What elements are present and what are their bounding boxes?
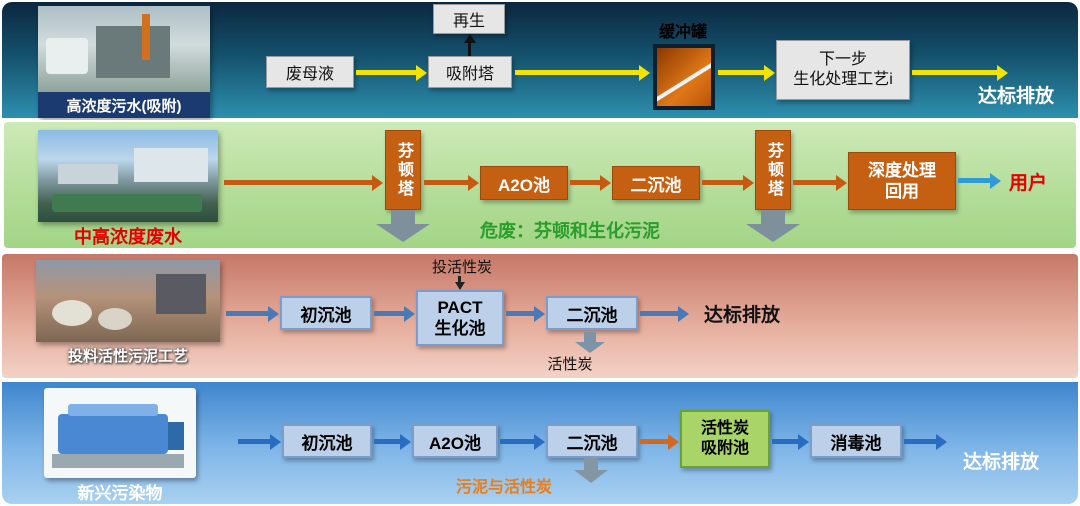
- arrow-secondary-to-discharge-row3: [640, 311, 678, 316]
- regeneration-box: 再生: [433, 4, 505, 34]
- photo-building2: [134, 148, 208, 182]
- sludge-carbon-note: 污泥与活性炭: [455, 479, 552, 496]
- block-arrow-sludge-carbon: [584, 458, 598, 470]
- adsorption-tower-box: 吸附塔: [428, 56, 512, 88]
- photo-crane-shape: [142, 14, 150, 60]
- arrow-deep-to-user: [958, 178, 990, 183]
- photo-equipment-illustration: [44, 388, 196, 478]
- arrow-next-to-discharge: [912, 70, 997, 75]
- photo-clarifier-2: [98, 308, 132, 330]
- discharge-label-row4: 达标排放: [962, 451, 1039, 473]
- photo-pool-shape: [52, 194, 202, 212]
- arrow-carbon-to-disinfection: [772, 439, 798, 444]
- carbon-in-label: 投活性炭: [431, 258, 492, 276]
- photo-building3: [58, 164, 118, 184]
- arrow-adsorption-to-buffer: [515, 70, 639, 75]
- photo-tank-shape: [46, 38, 88, 74]
- row-emerging-pollutants: 新兴污染物 初沉池 A2O池 二沉池 污泥与活性炭 活性炭 吸附池 消毒池 达标…: [2, 382, 1078, 504]
- disinfection-pool-box: 消毒池: [810, 424, 902, 458]
- block-arrow-fenton1-sludge: [391, 210, 415, 224]
- photo-clarifier-1: [52, 300, 92, 326]
- carbon-out-label: 活性炭: [547, 355, 593, 373]
- block-arrow-carbon-out: [584, 332, 596, 342]
- photo-high-concentration-plant: 高浓度污水(吸附): [38, 6, 210, 118]
- arrow-photo-to-fenton1: [224, 180, 372, 185]
- fenton-tower-1-box: 芬顿塔: [385, 130, 421, 210]
- discharge-label-row1: 达标排放: [977, 85, 1054, 107]
- photo-tank-blue-2: [168, 422, 184, 450]
- photo-base-shape: [52, 454, 184, 468]
- photo-pipe-shape: [68, 404, 158, 416]
- secondary-tank-box-row2: 二沉池: [612, 166, 700, 200]
- arrow-a2o-to-secondary-row4: [500, 439, 534, 444]
- arrow-primary-to-pact: [374, 311, 404, 316]
- arrow-photo-to-primary-row4: [238, 439, 270, 444]
- arrow-disinfection-to-discharge: [904, 439, 936, 444]
- arrow-pact-to-secondary: [506, 311, 534, 316]
- photo-caption-medium-high: 中高浓度废水: [74, 227, 182, 247]
- arrow-secondary-to-carbon-tank: [640, 439, 668, 444]
- photo-caption-emerging: 新兴污染物: [77, 483, 163, 503]
- photo-building-shape: [96, 26, 170, 78]
- next-step-box: 下一步 生化处理工艺i: [776, 40, 910, 100]
- discharge-label-row3: 达标排放: [703, 304, 780, 326]
- user-label: 用户: [1008, 172, 1047, 194]
- primary-tank-box-row3: 初沉池: [280, 296, 372, 330]
- row-dosed-activated-sludge: 投料活性污泥工艺 初沉池 投活性炭 PACT 生化池 二沉池 达标排放 活性炭: [2, 254, 1078, 378]
- buffer-tank-icon: [653, 44, 715, 110]
- arrow-up-adsorption-to-regen: [468, 43, 471, 56]
- carbon-adsorption-pool-box: 活性炭 吸附池: [680, 410, 770, 468]
- pact-bio-pool-box: PACT 生化池: [416, 290, 504, 346]
- block-arrow-fenton2-sludge: [761, 210, 785, 224]
- row-medium-high-concentration: 中高浓度废水 芬顿塔 A2O池 二沉池 芬顿塔 深度处理 回用 用户 危废：芬顿…: [2, 120, 1078, 250]
- arrow-feed-to-adsorption: [356, 70, 416, 75]
- arrow-buffer-to-next: [718, 70, 764, 75]
- photo-building4: [156, 274, 206, 314]
- arrow-down-carbon-to-pact: [458, 276, 461, 282]
- arrow-photo-to-primary-row3: [226, 311, 268, 316]
- photo-aerial-plant: [36, 260, 220, 342]
- photo-caption-dosed-sludge: 投料活性污泥工艺: [67, 347, 188, 365]
- photo-caption-high-concentration: 高浓度污水(吸附): [38, 92, 210, 118]
- arrow-fenton1-to-a2o: [424, 180, 468, 185]
- primary-tank-box-row4: 初沉池: [282, 424, 372, 458]
- hazardous-waste-note: 危废：芬顿和生化污泥: [480, 221, 660, 241]
- arrow-secondary-to-fenton2: [702, 180, 743, 185]
- secondary-tank-box-row4: 二沉池: [546, 424, 638, 458]
- buffer-tank-stripe: [657, 50, 711, 102]
- buffer-tank-label: 缓冲罐: [658, 24, 707, 41]
- arrow-primary-to-a2o-row4: [374, 439, 400, 444]
- row-high-concentration-adsorption: 高浓度污水(吸附) 再生 废母液 吸附塔 缓冲罐 下一步 生化处理工艺i 达标排…: [2, 2, 1078, 118]
- arrow-fenton2-to-deep: [793, 180, 836, 185]
- a2o-pool-box-row4: A2O池: [412, 424, 498, 458]
- waste-mother-liquor-box: 废母液: [266, 56, 354, 88]
- arrow-a2o-to-secondary-row2: [570, 180, 600, 185]
- fenton-tower-2-box: 芬顿塔: [755, 130, 791, 210]
- a2o-pool-box-row2: A2O池: [480, 166, 568, 200]
- deep-treatment-reuse-box: 深度处理 回用: [848, 152, 956, 210]
- secondary-tank-box-row3: 二沉池: [546, 296, 638, 330]
- photo-treatment-plant: [38, 130, 218, 222]
- photo-tank-blue-1: [58, 414, 168, 454]
